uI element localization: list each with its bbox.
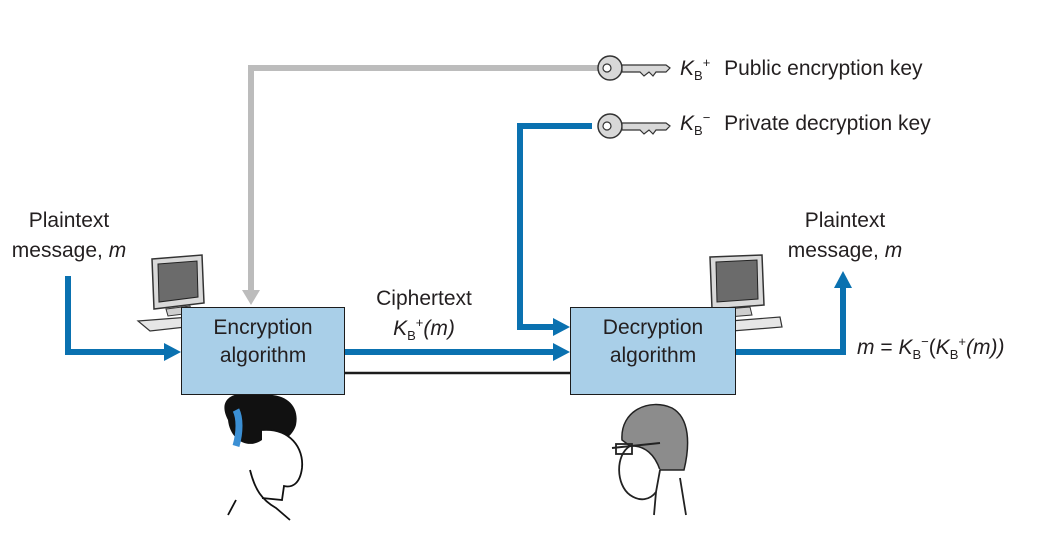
key-icon — [597, 55, 671, 81]
bob-person-icon — [611, 403, 689, 516]
ciphertext-arrow — [345, 343, 570, 361]
alice-person-icon — [224, 393, 303, 521]
public-key-label: KB+ Public encryption key — [680, 55, 923, 84]
plaintext-input-arrow — [65, 276, 181, 361]
computer-icon — [709, 254, 783, 332]
private-key-label: KB− Private decryption key — [680, 110, 931, 139]
right-plaintext-label: Plaintext message, m — [787, 209, 903, 262]
decryption-algorithm-box: Decryption algorithm — [570, 307, 736, 395]
encryption-algorithm-box: Encryption algorithm — [181, 307, 345, 395]
computer-icon — [136, 254, 206, 332]
left-plaintext-label: Plaintext message, m — [11, 209, 127, 262]
ciphertext-label: Ciphertext KB+(m) — [376, 287, 472, 344]
key-icon — [597, 113, 671, 139]
plaintext-output-arrow — [736, 271, 852, 355]
private-key-path — [517, 123, 592, 336]
decryption-result-formula: m = KB−(KB+(m)) — [857, 334, 1005, 363]
public-key-path — [242, 65, 598, 305]
